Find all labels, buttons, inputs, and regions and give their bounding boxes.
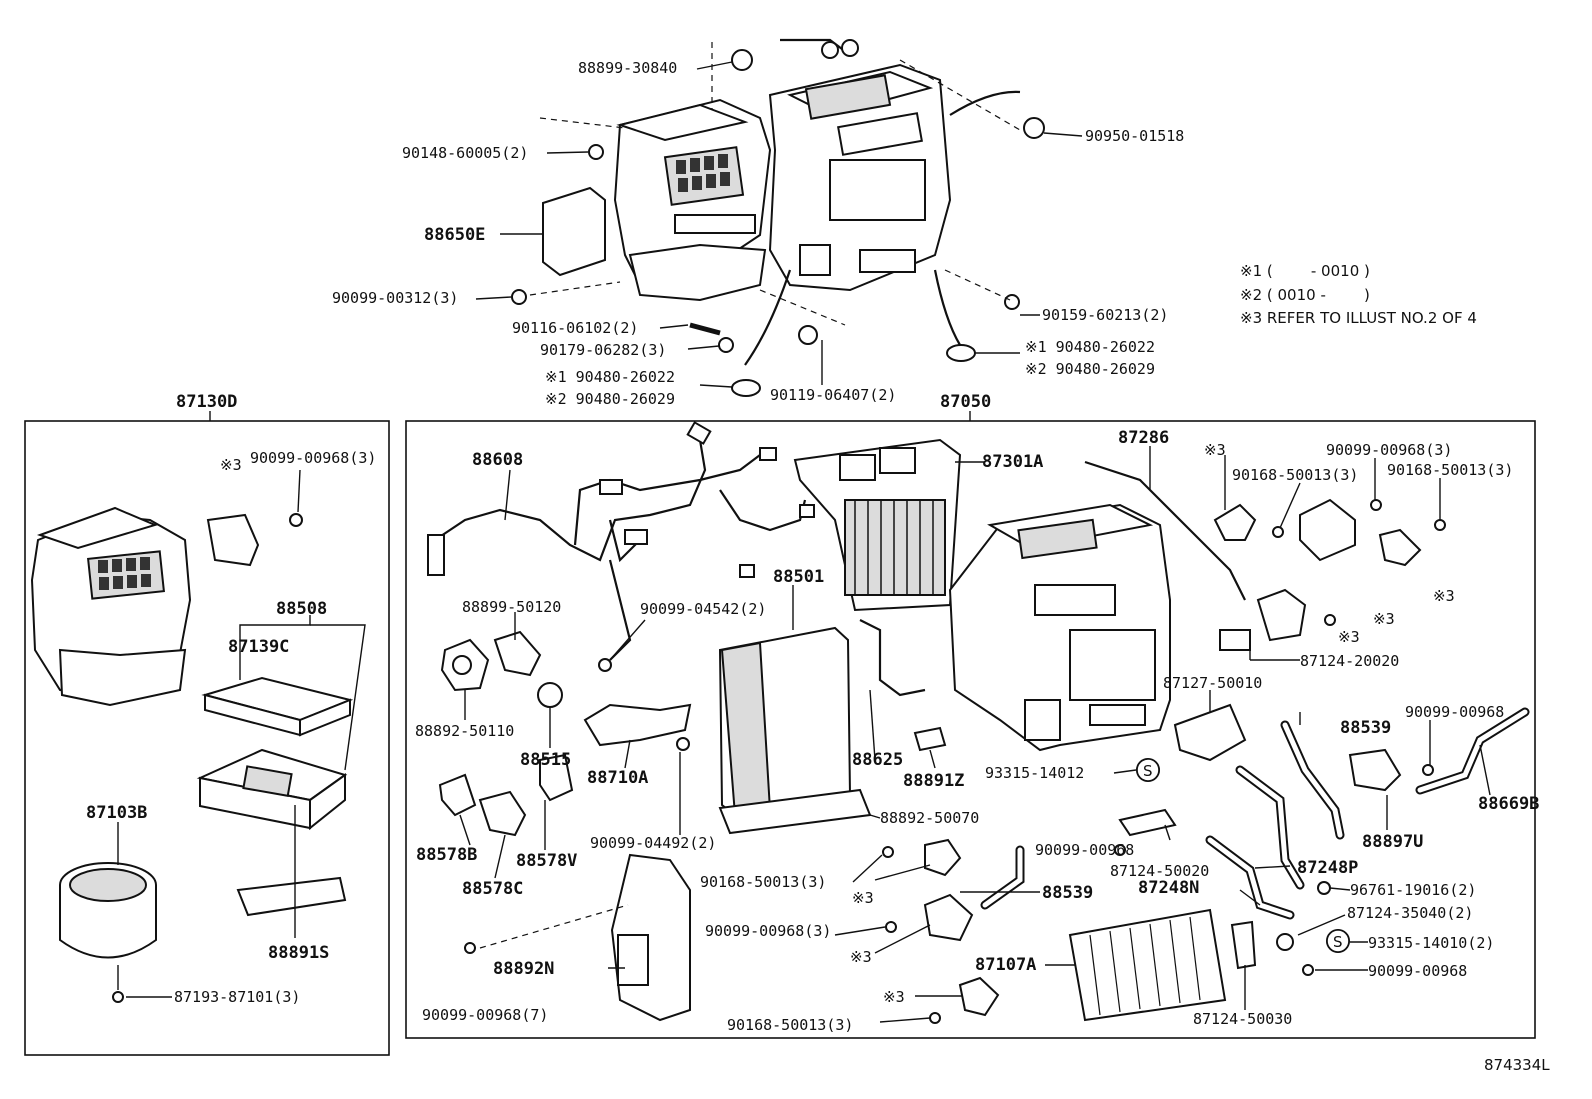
label-88501: 88501 <box>773 567 824 587</box>
label-87193-87101: 87193-87101(3) <box>174 988 300 1006</box>
label-88608: 88608 <box>472 450 523 470</box>
label-88508: 88508 <box>276 599 327 619</box>
note-1: ※1 ( - 0010 ) <box>1240 262 1370 280</box>
note-2: ※2 ( 0010 - ) <box>1240 286 1370 304</box>
label-90099-00968-left: 90099-00968(3) <box>250 449 376 467</box>
label-90168-50013-d: 90168-50013(3) <box>727 1016 853 1034</box>
label-88669B: 88669B <box>1478 794 1539 814</box>
label-ref3-c: ※3 <box>1373 610 1395 628</box>
label-90480-26029-right: ※2 90480-26029 <box>1025 360 1155 378</box>
label-88897U: 88897U <box>1362 832 1423 852</box>
label-90950-01518: 90950-01518 <box>1085 127 1184 145</box>
label-87286: 87286 <box>1118 428 1169 448</box>
label-ref3-f: ※3 <box>850 948 872 966</box>
label-87103B: 87103B <box>86 803 147 823</box>
label-90168-50013-c: 90168-50013(3) <box>700 873 826 891</box>
s-badge-93315-14010: S <box>1326 929 1350 953</box>
label-ref3-b: ※3 <box>1433 587 1455 605</box>
label-88539-bottom: 88539 <box>1042 883 1093 903</box>
label-88539-top: 88539 <box>1340 718 1391 738</box>
label-87124-50030: 87124-50030 <box>1193 1010 1292 1028</box>
label-87127-50010: 87127-50010 <box>1163 674 1262 692</box>
label-87124-35040: 87124-35040(2) <box>1347 904 1473 922</box>
assembly-box-87130D <box>24 420 390 1056</box>
label-88625: 88625 <box>852 750 903 770</box>
label-93315-14012: 93315-14012 <box>985 764 1084 782</box>
assembly-label-87130D: 87130D <box>176 392 237 412</box>
label-88891S: 88891S <box>268 943 329 963</box>
label-90480-26022-right: ※1 90480-26022 <box>1025 338 1155 356</box>
assembly-box-87050 <box>405 420 1536 1039</box>
right-box-parts <box>112 421 1530 1024</box>
label-87107A: 87107A <box>975 955 1036 975</box>
label-90159-60213: 90159-60213(2) <box>1042 306 1168 324</box>
label-88891Z: 88891Z <box>903 771 964 791</box>
label-90099-00968-3-c: 90099-00968(3) <box>705 922 831 940</box>
label-90099-00968-c: 90099-00968 <box>1368 962 1467 980</box>
label-87248P: 87248P <box>1297 858 1358 878</box>
label-96761-19016: 96761-19016(2) <box>1350 881 1476 899</box>
label-90480-26022-left: ※1 90480-26022 <box>545 368 675 386</box>
label-90099-00968-b: 90099-00968 <box>1035 841 1134 859</box>
label-90099-04542: 90099-04542(2) <box>640 600 766 618</box>
diagram-id: 874334L <box>1484 1056 1550 1074</box>
label-93315-14010: 93315-14010(2) <box>1368 934 1494 952</box>
label-88578C: 88578C <box>462 879 523 899</box>
label-87248N: 87248N <box>1138 878 1199 898</box>
label-ref3-e: ※3 <box>852 889 874 907</box>
label-ref3-left: ※3 <box>220 456 242 474</box>
label-88578V: 88578V <box>516 851 577 871</box>
label-ref3-a: ※3 <box>1204 441 1226 459</box>
label-88892N: 88892N <box>493 959 554 979</box>
blower-assembly <box>30 469 366 998</box>
label-88515: 88515 <box>520 750 571 770</box>
label-90099-00968-3-right: 90099-00968(3) <box>1326 441 1452 459</box>
label-90099-04492: 90099-04492(2) <box>590 834 716 852</box>
label-88650E: 88650E <box>424 225 485 245</box>
label-90168-50013-a: 90168-50013(3) <box>1232 466 1358 484</box>
label-90168-50013-b: 90168-50013(3) <box>1387 461 1513 479</box>
label-87124-20020: 87124-20020 <box>1300 652 1399 670</box>
s-badge-93315-14012: S <box>1136 758 1160 782</box>
label-90099-00968-a: 90099-00968 <box>1405 703 1504 721</box>
label-88899-30840: 88899-30840 <box>578 59 677 77</box>
label-90148-60005: 90148-60005(2) <box>402 144 528 162</box>
label-90179-06282: 90179-06282(3) <box>540 341 666 359</box>
label-ref3-g: ※3 <box>883 988 905 1006</box>
label-90116-06102: 90116-06102(2) <box>512 319 638 337</box>
label-88899-50120: 88899-50120 <box>462 598 561 616</box>
label-90119-06407: 90119-06407(2) <box>770 386 896 404</box>
label-87139C: 87139C <box>228 637 289 657</box>
assembly-label-87050: 87050 <box>940 392 991 412</box>
label-88892-50110: 88892-50110 <box>415 722 514 740</box>
svg-text:S: S <box>1143 762 1153 780</box>
label-88892-50070: 88892-50070 <box>880 809 979 827</box>
label-ref3-d: ※3 <box>1338 628 1360 646</box>
label-88578B: 88578B <box>416 845 477 865</box>
svg-text:S: S <box>1333 933 1343 951</box>
label-90099-00968-7: 90099-00968(7) <box>422 1006 548 1024</box>
label-87301A: 87301A <box>982 452 1043 472</box>
label-87124-50020: 87124-50020 <box>1110 862 1209 880</box>
label-90480-26029-left: ※2 90480-26029 <box>545 390 675 408</box>
top-hvac-assembly <box>475 38 1083 397</box>
label-90099-00312: 90099-00312(3) <box>332 289 458 307</box>
label-88710A: 88710A <box>587 768 648 788</box>
note-3: ※3 REFER TO ILLUST NO.2 OF 4 <box>1240 309 1477 327</box>
